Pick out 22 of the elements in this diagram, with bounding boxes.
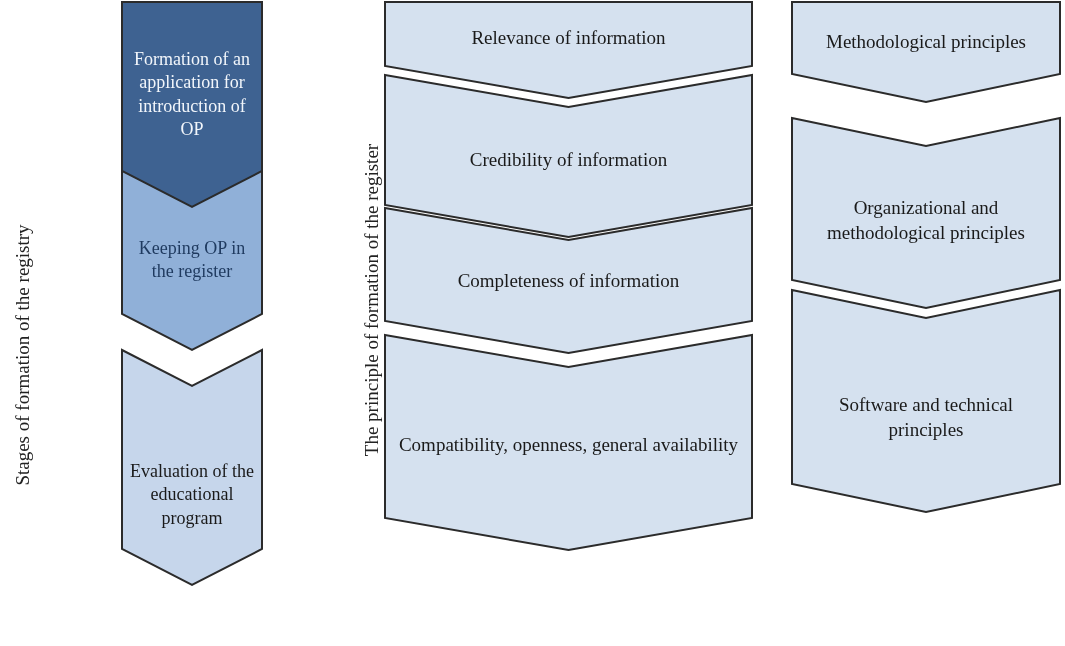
chevron-shape: [122, 2, 262, 207]
chevron-shape: [385, 75, 752, 237]
chevron-label: Completeness of information: [457, 269, 680, 294]
chevron-shape: [792, 2, 1060, 102]
chevron-label: Evaluation of the educational program: [129, 459, 255, 530]
chevron-shape: [122, 170, 262, 350]
chevron-shape: [385, 2, 752, 98]
chevron-shape: [122, 350, 262, 585]
chevron-label: Formation of an application for introduction of OP: [133, 47, 251, 141]
chevron-label: Relevance of information: [471, 26, 666, 51]
chevron-label: Credibility of information: [469, 147, 668, 172]
chevron-shape: [385, 208, 752, 353]
vertical-label: Stages of formation of the registry: [11, 224, 34, 486]
vertical-label: The principle of formation of the register: [361, 143, 384, 457]
chevron-label: Compatibility, openness, general availability: [398, 432, 739, 457]
chevron-label: Keeping OP in the register: [137, 236, 247, 283]
chevron-label: Software and technical principles: [837, 392, 1015, 442]
chevron-label: Organizational and methodological principles: [826, 195, 1026, 245]
chevron-shape: [792, 290, 1060, 512]
chevron-label: Methodological principles: [826, 29, 1026, 54]
chevron-shape: [792, 118, 1060, 308]
chevron-shape: [385, 335, 752, 550]
